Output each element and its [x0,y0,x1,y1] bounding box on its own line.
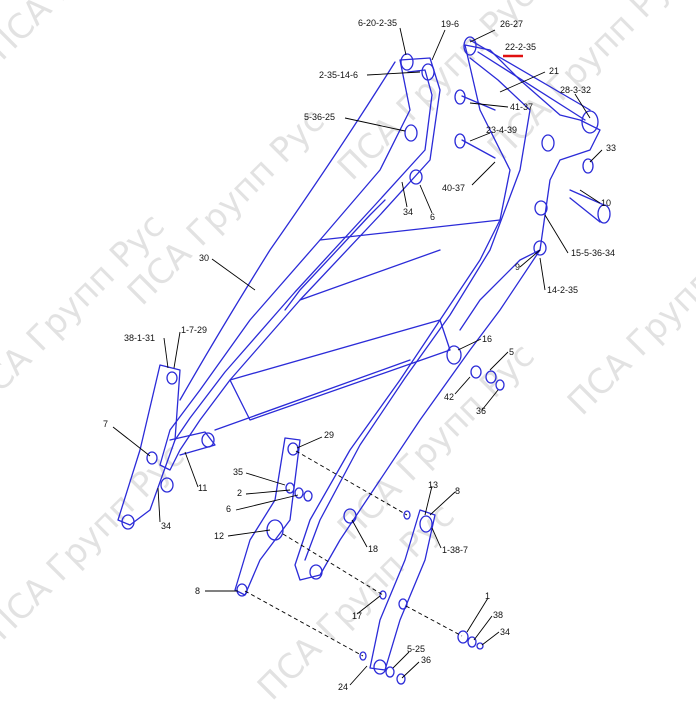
callout-label: 16 [482,334,493,344]
callout-label: 36 [421,655,432,665]
callout-label: 21 [549,66,560,76]
right-link [359,509,484,685]
callout-label: 35 [233,467,244,477]
callout-label: 34 [161,521,172,531]
callout-label: 36 [476,406,487,416]
left-lift-arm [159,57,441,471]
callout-label: 12 [214,531,225,541]
left-bracket [117,364,216,530]
callout-label: 17 [352,611,363,621]
callout-label: 6 [226,504,232,514]
callout-label: 11 [198,483,208,493]
callout-label: 6 [430,212,436,222]
callout-label: 34 [403,207,414,217]
callout-label: 24 [338,682,349,692]
callout-label: 8 [455,486,461,496]
callout-label: 5 [509,347,515,357]
leader-lines [112,27,603,686]
callout-label: 38 [493,610,504,620]
callout-label: 28-3-32 [560,85,592,95]
top-shaft [463,36,599,134]
right-lift-arm [294,44,601,581]
top-pins [400,53,611,256]
callout-label: 9 [515,262,521,272]
callout-label: 22-2-35 [505,42,537,52]
loader-arm-drawing [112,27,611,686]
middle-link [234,437,357,597]
callout-label: 34 [500,627,511,637]
callout-label: 8 [195,586,201,596]
callout-label: 26-27 [500,19,524,29]
callout-label: 2-35-14-6 [319,70,359,80]
callout-label: 5-25 [407,644,426,654]
right-washers [446,345,505,391]
callout-label: 14-2-35 [547,285,579,295]
callout-label: 6-20-2-35 [358,18,398,28]
callout-label: 1 [485,591,491,601]
callout-label: 15-5-36-34 [571,248,616,258]
callout-label: 30 [199,253,210,263]
callout-label: 1-7-29 [181,325,208,335]
callout-label: 38-1-31 [124,333,156,343]
callout-label: 40-37 [442,183,466,193]
assembly-lines [244,450,463,657]
callout-label: 5-36-25 [304,112,336,122]
callout-label: 19-6 [441,19,460,29]
callout-label: 41-37 [510,102,534,112]
callout-label: 42 [444,392,455,402]
callout-label: 23-4-39 [486,125,518,135]
callout-label: 13 [428,480,439,490]
cross-tube [214,219,501,431]
callout-label: 10 [601,198,612,208]
callout-label: 33 [606,143,617,153]
callout-label: 7 [103,419,109,429]
callout-label: 1-38-7 [442,545,469,555]
callout-label: 2 [237,488,243,498]
callout-label: 18 [368,544,379,554]
callout-label: 29 [324,430,335,440]
